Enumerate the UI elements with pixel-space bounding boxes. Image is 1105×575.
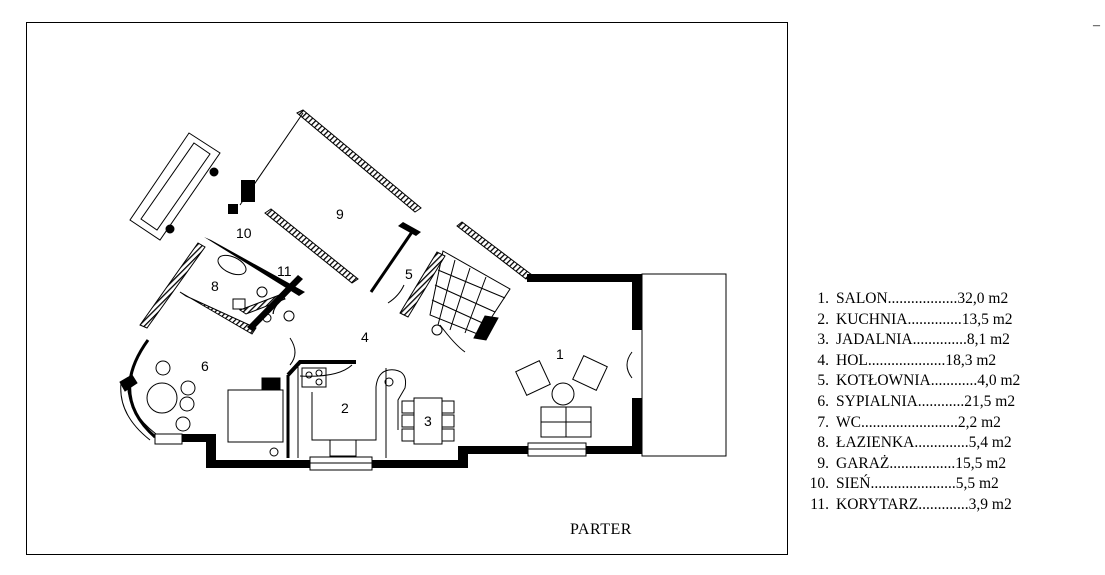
legend-row: 3. JADALNIA..............8,1 m2	[808, 330, 1098, 351]
legend-number: 10.	[809, 475, 829, 493]
legend-row: 1. SALON..................32,0 m2	[808, 289, 1098, 310]
room-label-2: 2	[341, 400, 349, 416]
corner-mark: –	[1093, 18, 1100, 33]
garage-walls	[239, 109, 533, 293]
kitchen	[299, 364, 406, 457]
room-label-3: 3	[424, 413, 432, 429]
room-label-11: 11	[277, 263, 292, 279]
legend-text: KORYTARZ.............3,9 m2	[836, 495, 1012, 513]
bathroom-walls	[139, 237, 305, 335]
bedroom-bay	[119, 339, 196, 441]
legend-row: 6. SYPIALNIA............21,5 m2	[808, 392, 1098, 413]
legend-row: 11. KORYTARZ.............3,9 m2	[808, 495, 1098, 516]
room-label-10: 10	[236, 225, 252, 241]
legend-number: 1.	[817, 290, 829, 307]
legend-number: 7.	[817, 413, 829, 431]
legend-number: 5.	[817, 372, 829, 390]
legend-row: 8. ŁAZIENKA..............5,4 m2	[808, 433, 1098, 454]
legend-row: 7. WC.........................2,2 m2	[808, 413, 1098, 434]
plan-title: PARTER	[570, 521, 632, 538]
room-label-9: 9	[336, 206, 344, 222]
dining-table	[401, 397, 455, 445]
room-label-7: 7	[270, 301, 278, 317]
legend-number: 4.	[817, 351, 829, 369]
legend-text: SYPIALNIA............21,5 m2	[836, 392, 1016, 410]
legend-text: SALON..................32,0 m2	[836, 290, 1009, 307]
legend-number: 8.	[817, 434, 829, 452]
interior-walls	[227, 284, 405, 458]
windows	[154, 433, 587, 471]
legend-text: WC.........................2,2 m2	[836, 413, 1001, 431]
floor-plan-frame	[26, 22, 788, 555]
entrance-porch	[129, 132, 255, 241]
legend-row: 4. HOL....................18,3 m2	[808, 351, 1098, 372]
exterior-walls	[182, 274, 642, 468]
legend-number: 3.	[817, 331, 829, 349]
legend-text: SIEŃ......................5,5 m2	[836, 475, 999, 493]
legend-text: HOL....................18,3 m2	[836, 351, 997, 369]
legend-row: 2. KUCHNIA..............13,5 m2	[808, 310, 1098, 331]
legend-number: 6.	[817, 392, 829, 410]
legend-text: KUCHNIA..............13,5 m2	[836, 310, 1013, 328]
legend-number: 11.	[810, 495, 829, 513]
room-label-6: 6	[201, 358, 209, 374]
legend-number: 2.	[817, 310, 829, 328]
legend-text: ŁAZIENKA..............5,4 m2	[836, 434, 1012, 452]
legend-row: 9. GARAŻ.................15,5 m2	[808, 454, 1098, 475]
legend-text: KOTŁOWNIA............4,0 m2	[836, 372, 1021, 390]
staircase	[399, 250, 511, 353]
room-legend: 1. SALON..................32,0 m2 2. KUC…	[808, 289, 1098, 516]
room-label-8: 8	[211, 278, 219, 294]
legend-number: 9.	[817, 454, 829, 472]
room-label-5: 5	[405, 266, 413, 282]
terrace	[626, 273, 727, 457]
room-labels: 1 2 3 4 5 6 7 8 9 10 11	[201, 206, 564, 429]
legend-row: 10. SIEŃ......................5,5 m2	[808, 474, 1098, 495]
legend-row: 5. KOTŁOWNIA............4,0 m2	[808, 371, 1098, 392]
room-label-1: 1	[556, 346, 564, 362]
legend-text: GARAŻ.................15,5 m2	[836, 454, 1007, 472]
salon-furniture	[515, 355, 608, 438]
legend-text: JADALNIA..............8,1 m2	[836, 331, 1010, 349]
room-label-4: 4	[361, 329, 369, 345]
